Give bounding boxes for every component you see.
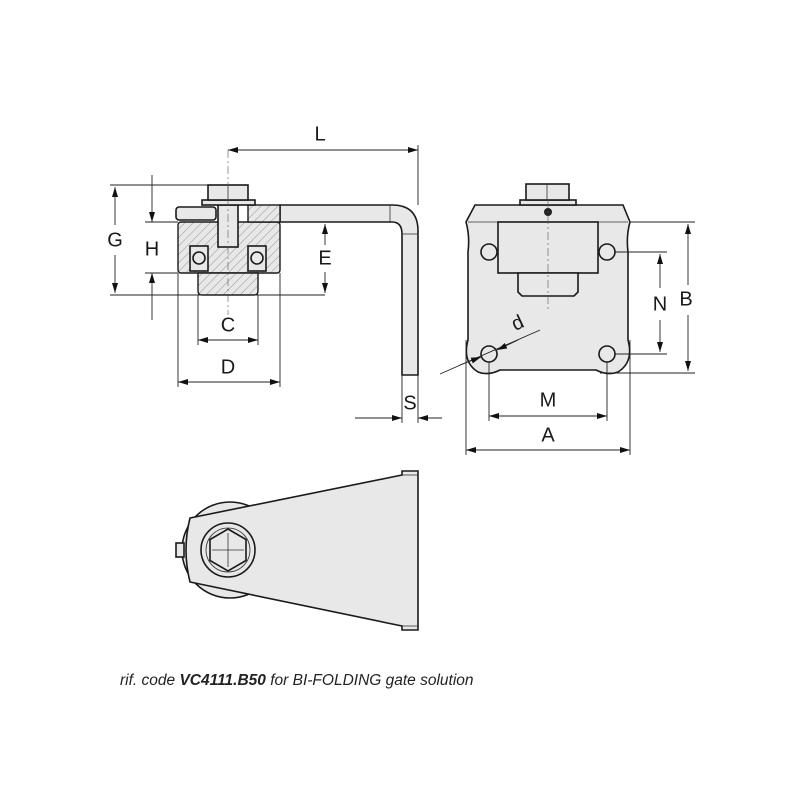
front-view (465, 183, 631, 375)
mounting-hole (480, 345, 498, 363)
dim-label-N: N (653, 293, 667, 315)
side-section-view (175, 150, 419, 376)
top-view (175, 470, 419, 631)
grease-nipple-tab (175, 542, 185, 558)
dim-label-S: S (403, 392, 416, 414)
product-code: VC4111.B50 (179, 672, 266, 689)
dim-label-B: B (679, 288, 692, 310)
front-dimensions: B N M A d (439, 221, 695, 455)
nut (525, 183, 570, 201)
caption-prefix: rif. code (120, 672, 180, 689)
dim-label-E: E (318, 247, 331, 269)
side-dimensions: L G H E C D S (107, 123, 442, 423)
bearing-ball (250, 251, 264, 265)
grease-nipple (175, 206, 217, 221)
dim-label-L: L (314, 123, 325, 145)
bracket-arm (279, 204, 419, 376)
tapered-arm (185, 470, 419, 631)
dim-label-D: D (221, 356, 235, 378)
bearing-ball (192, 251, 206, 265)
mounting-hole (598, 243, 616, 261)
dim-label-H: H (145, 238, 159, 260)
dim-label-A: A (541, 424, 555, 446)
dim-label-G: G (107, 229, 123, 251)
caption: rif. code VC4111.B50 for BI-FOLDING gate… (120, 672, 474, 690)
mounting-hole (480, 243, 498, 261)
dim-label-M: M (540, 389, 557, 411)
caption-suffix: for BI-FOLDING gate solution (265, 672, 474, 689)
dim-label-C: C (221, 314, 235, 336)
mounting-hole (598, 345, 616, 363)
